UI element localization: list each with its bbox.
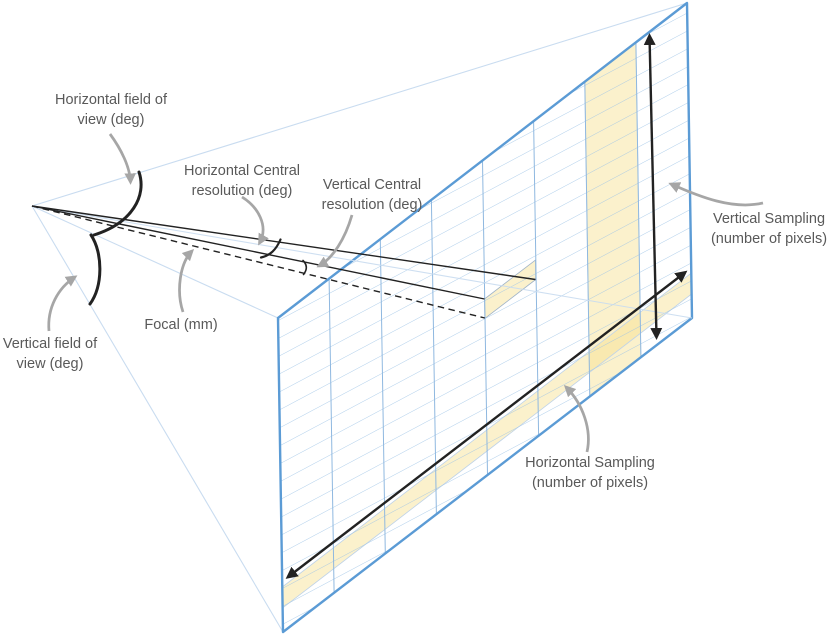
vertical-fov-pointer xyxy=(47,275,78,332)
frustum-edge-top-right xyxy=(31,2,688,207)
frustum-edge-bottom-left xyxy=(31,205,284,633)
annotation-arrows xyxy=(47,133,764,453)
label-horizontal-fov-line1: Horizontal field of xyxy=(54,92,168,108)
focal-pointer xyxy=(178,248,195,313)
label-vertical-fov-line1: Vertical field of xyxy=(2,336,98,352)
vertical-fov-arc xyxy=(88,233,102,306)
label-focal: Focal (mm) xyxy=(144,316,217,336)
vertical-sampling-pointer xyxy=(668,182,764,207)
label-vertical-sampling-line2: (number of pixels) xyxy=(710,230,828,247)
horizontal-fov-pointer xyxy=(108,133,136,185)
label-horizontal-sampling-line1: Horizontal Sampling xyxy=(525,455,655,471)
horizontal-fov-arc xyxy=(92,170,143,237)
label-horizontal-central-resolution-line2: resolution (deg) xyxy=(191,182,293,199)
label-horizontal-central-resolution-line1: Horizontal Central xyxy=(183,163,301,179)
label-vertical-central-resolution: Vertical Central resolution (deg) xyxy=(322,176,423,215)
label-vertical-fov: Vertical field of view (deg) xyxy=(3,335,97,374)
horizontal-central-resolution-pointer xyxy=(241,195,269,246)
label-vertical-fov-line2: view (deg) xyxy=(16,355,84,372)
vertical-central-resolution-pointer xyxy=(316,214,354,268)
label-horizontal-sampling-line2: (number of pixels) xyxy=(531,474,649,491)
label-horizontal-central-resolution: Horizontal Central resolution (deg) xyxy=(184,162,300,201)
horizontal-central-resolution-arc xyxy=(259,238,282,259)
label-focal-line1: Focal (mm) xyxy=(144,317,218,333)
label-vertical-central-resolution-line1: Vertical Central xyxy=(322,177,422,193)
label-vertical-sampling: Vertical Sampling (number of pixels) xyxy=(711,210,827,249)
horizontal-sampling-arrow xyxy=(285,270,688,579)
label-horizontal-fov: Horizontal field of view (deg) xyxy=(55,91,167,130)
label-horizontal-fov-line2: view (deg) xyxy=(77,111,145,128)
label-vertical-sampling-line1: Vertical Sampling xyxy=(712,211,826,227)
label-vertical-central-resolution-line2: resolution (deg) xyxy=(321,196,423,213)
label-horizontal-sampling: Horizontal Sampling (number of pixels) xyxy=(525,454,655,493)
central-ray-upper xyxy=(31,205,536,281)
horizontal-sampling-pointer xyxy=(563,384,590,453)
frustum-edge-top-left xyxy=(31,205,279,319)
